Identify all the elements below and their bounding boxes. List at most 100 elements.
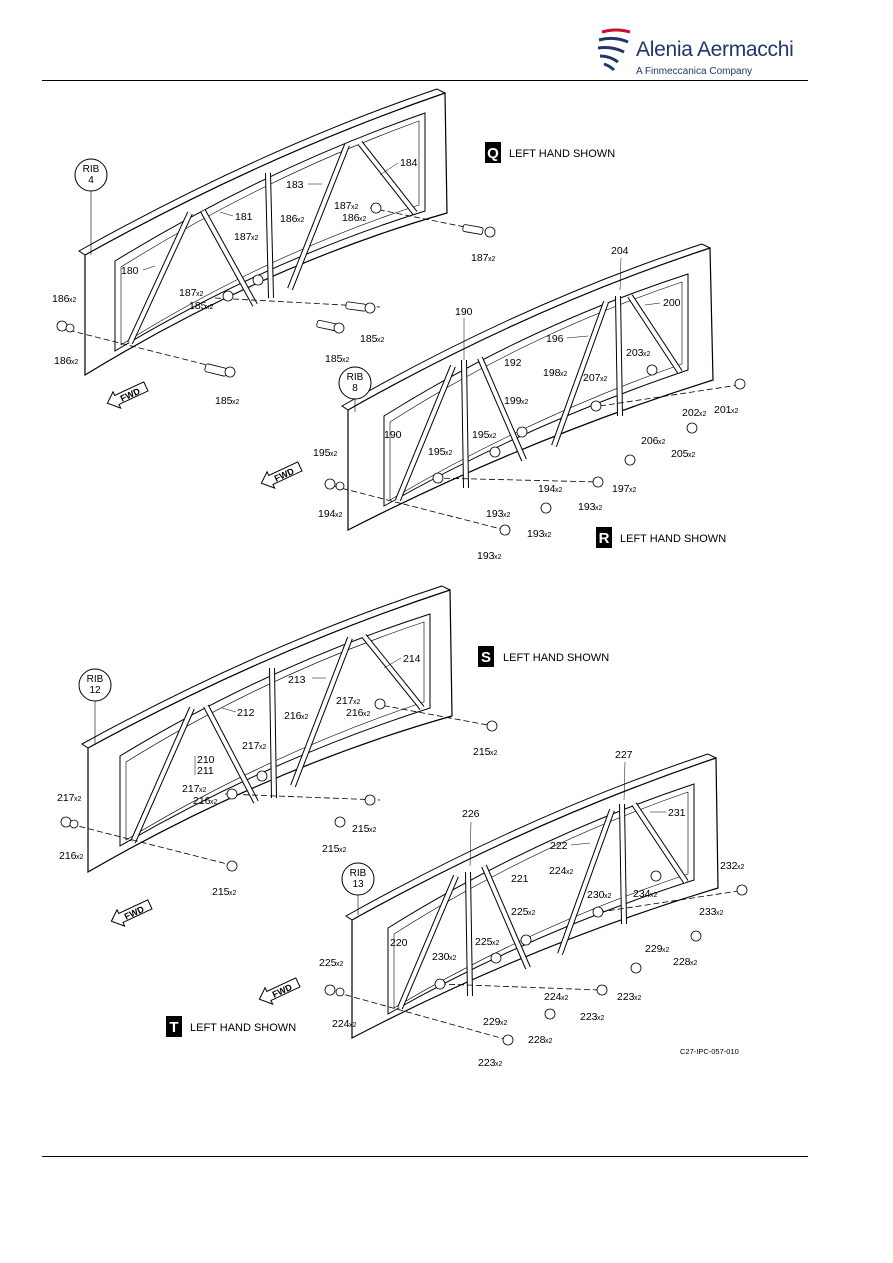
- rib-label: RIB: [87, 674, 104, 685]
- part-callout: 207: [583, 372, 601, 384]
- part-callout: 202: [682, 407, 700, 419]
- quantity-suffix: x2: [528, 910, 536, 917]
- quantity-suffix: x2: [232, 399, 240, 406]
- part-callout: 217: [182, 783, 200, 795]
- quantity-suffix: x2: [339, 847, 347, 854]
- part-callout: 183: [286, 179, 304, 191]
- part-callout: 233: [699, 906, 717, 918]
- part-callout: 224: [544, 991, 562, 1003]
- view-caption: LEFT HAND SHOWN: [190, 1022, 296, 1034]
- quantity-suffix: x2: [335, 512, 343, 519]
- figure-reference: C27-IPC-057-010: [680, 1047, 739, 1056]
- part-callout: 200: [663, 297, 681, 309]
- quantity-suffix: x2: [199, 787, 207, 794]
- part-callout: 194: [318, 508, 336, 520]
- quantity-suffix: x2: [490, 750, 498, 757]
- quantity-suffix: x2: [521, 399, 529, 406]
- part-callout: 186: [54, 355, 72, 367]
- part-callout: 199: [504, 395, 522, 407]
- part-callout: 187: [334, 200, 352, 212]
- quantity-suffix: x2: [495, 1061, 503, 1068]
- part-callout: 186: [342, 212, 360, 224]
- part-callout: 230: [432, 951, 450, 963]
- view-caption: LEFT HAND SHOWN: [509, 148, 615, 160]
- quantity-suffix: x2: [650, 892, 658, 899]
- part-callout: 225: [319, 957, 337, 969]
- rib-label: RIB: [350, 868, 367, 879]
- part-callout: 216: [284, 710, 302, 722]
- part-callout: 185: [215, 395, 233, 407]
- quantity-suffix: x2: [597, 1015, 605, 1022]
- quantity-suffix: x2: [359, 216, 367, 223]
- fwd-arrow-icon: FWD: [260, 461, 303, 489]
- quantity-suffix: x2: [555, 487, 563, 494]
- quantity-suffix: x2: [76, 854, 84, 861]
- quantity-suffix: x2: [342, 357, 350, 364]
- quantity-suffix: x2: [629, 487, 637, 494]
- part-callout: 220: [390, 937, 408, 949]
- part-callout: 210: [197, 754, 215, 766]
- quantity-suffix: x2: [353, 699, 361, 706]
- company-logo: Alenia Aermacchi A Finmeccanica Company: [596, 24, 796, 80]
- part-callout: 185: [325, 353, 343, 365]
- part-callout: 224: [549, 865, 567, 877]
- quantity-suffix: x2: [634, 995, 642, 1002]
- quantity-suffix: x2: [210, 799, 218, 806]
- quantity-suffix: x2: [737, 864, 745, 871]
- quantity-suffix: x2: [489, 433, 497, 440]
- footer-divider: [42, 1156, 808, 1157]
- part-callout: 186: [52, 293, 70, 305]
- part-callout: 197: [612, 483, 630, 495]
- quantity-suffix: x2: [560, 371, 568, 378]
- quantity-suffix: x2: [662, 947, 670, 954]
- rib-number: 13: [352, 879, 364, 890]
- quantity-suffix: x2: [363, 711, 371, 718]
- part-callout: 205: [671, 448, 689, 460]
- part-callout: 224: [332, 1018, 350, 1030]
- view-letter-r: R: [599, 530, 610, 547]
- part-callout: 225: [511, 906, 529, 918]
- quantity-suffix: x2: [492, 940, 500, 947]
- part-callout: 211: [197, 765, 214, 777]
- quantity-suffix: x2: [74, 796, 82, 803]
- quantity-suffix: x2: [488, 256, 496, 263]
- part-callout: 228: [528, 1034, 546, 1046]
- part-callout: 204: [611, 245, 629, 257]
- quantity-suffix: x2: [297, 217, 305, 224]
- quantity-suffix: x2: [301, 714, 309, 721]
- part-callout: 195: [428, 446, 446, 458]
- quantity-suffix: x2: [503, 512, 511, 519]
- quantity-suffix: x2: [561, 995, 569, 1002]
- part-callout: 228: [673, 956, 691, 968]
- part-callout: 217: [242, 740, 260, 752]
- rib-number: 4: [88, 175, 94, 186]
- part-callout: 195: [313, 447, 331, 459]
- view-caption: LEFT HAND SHOWN: [503, 652, 609, 664]
- quantity-suffix: x2: [377, 337, 385, 344]
- view-letter-s: S: [481, 649, 491, 666]
- part-callout: 186: [280, 213, 298, 225]
- quantity-suffix: x2: [731, 408, 739, 415]
- quantity-suffix: x2: [206, 304, 214, 311]
- part-callout: 190: [384, 429, 402, 441]
- part-callout: 215: [322, 843, 340, 855]
- part-callout: 184: [400, 157, 418, 169]
- quantity-suffix: x2: [544, 532, 552, 539]
- quantity-suffix: x2: [699, 411, 707, 418]
- view-caption: LEFT HAND SHOWN: [620, 533, 726, 545]
- part-callout: 217: [336, 695, 354, 707]
- part-callout: 223: [617, 991, 635, 1003]
- quantity-suffix: x2: [449, 955, 457, 962]
- quantity-suffix: x2: [369, 827, 377, 834]
- part-callout: 213: [288, 674, 306, 686]
- part-callout: 193: [578, 501, 596, 513]
- part-callout: 215: [212, 886, 230, 898]
- part-callout: 185: [360, 333, 378, 345]
- part-callout: 226: [462, 808, 480, 820]
- fwd-arrow-icon: FWD: [258, 977, 301, 1005]
- part-callout: 203: [626, 347, 644, 359]
- part-callout: 185: [189, 300, 207, 312]
